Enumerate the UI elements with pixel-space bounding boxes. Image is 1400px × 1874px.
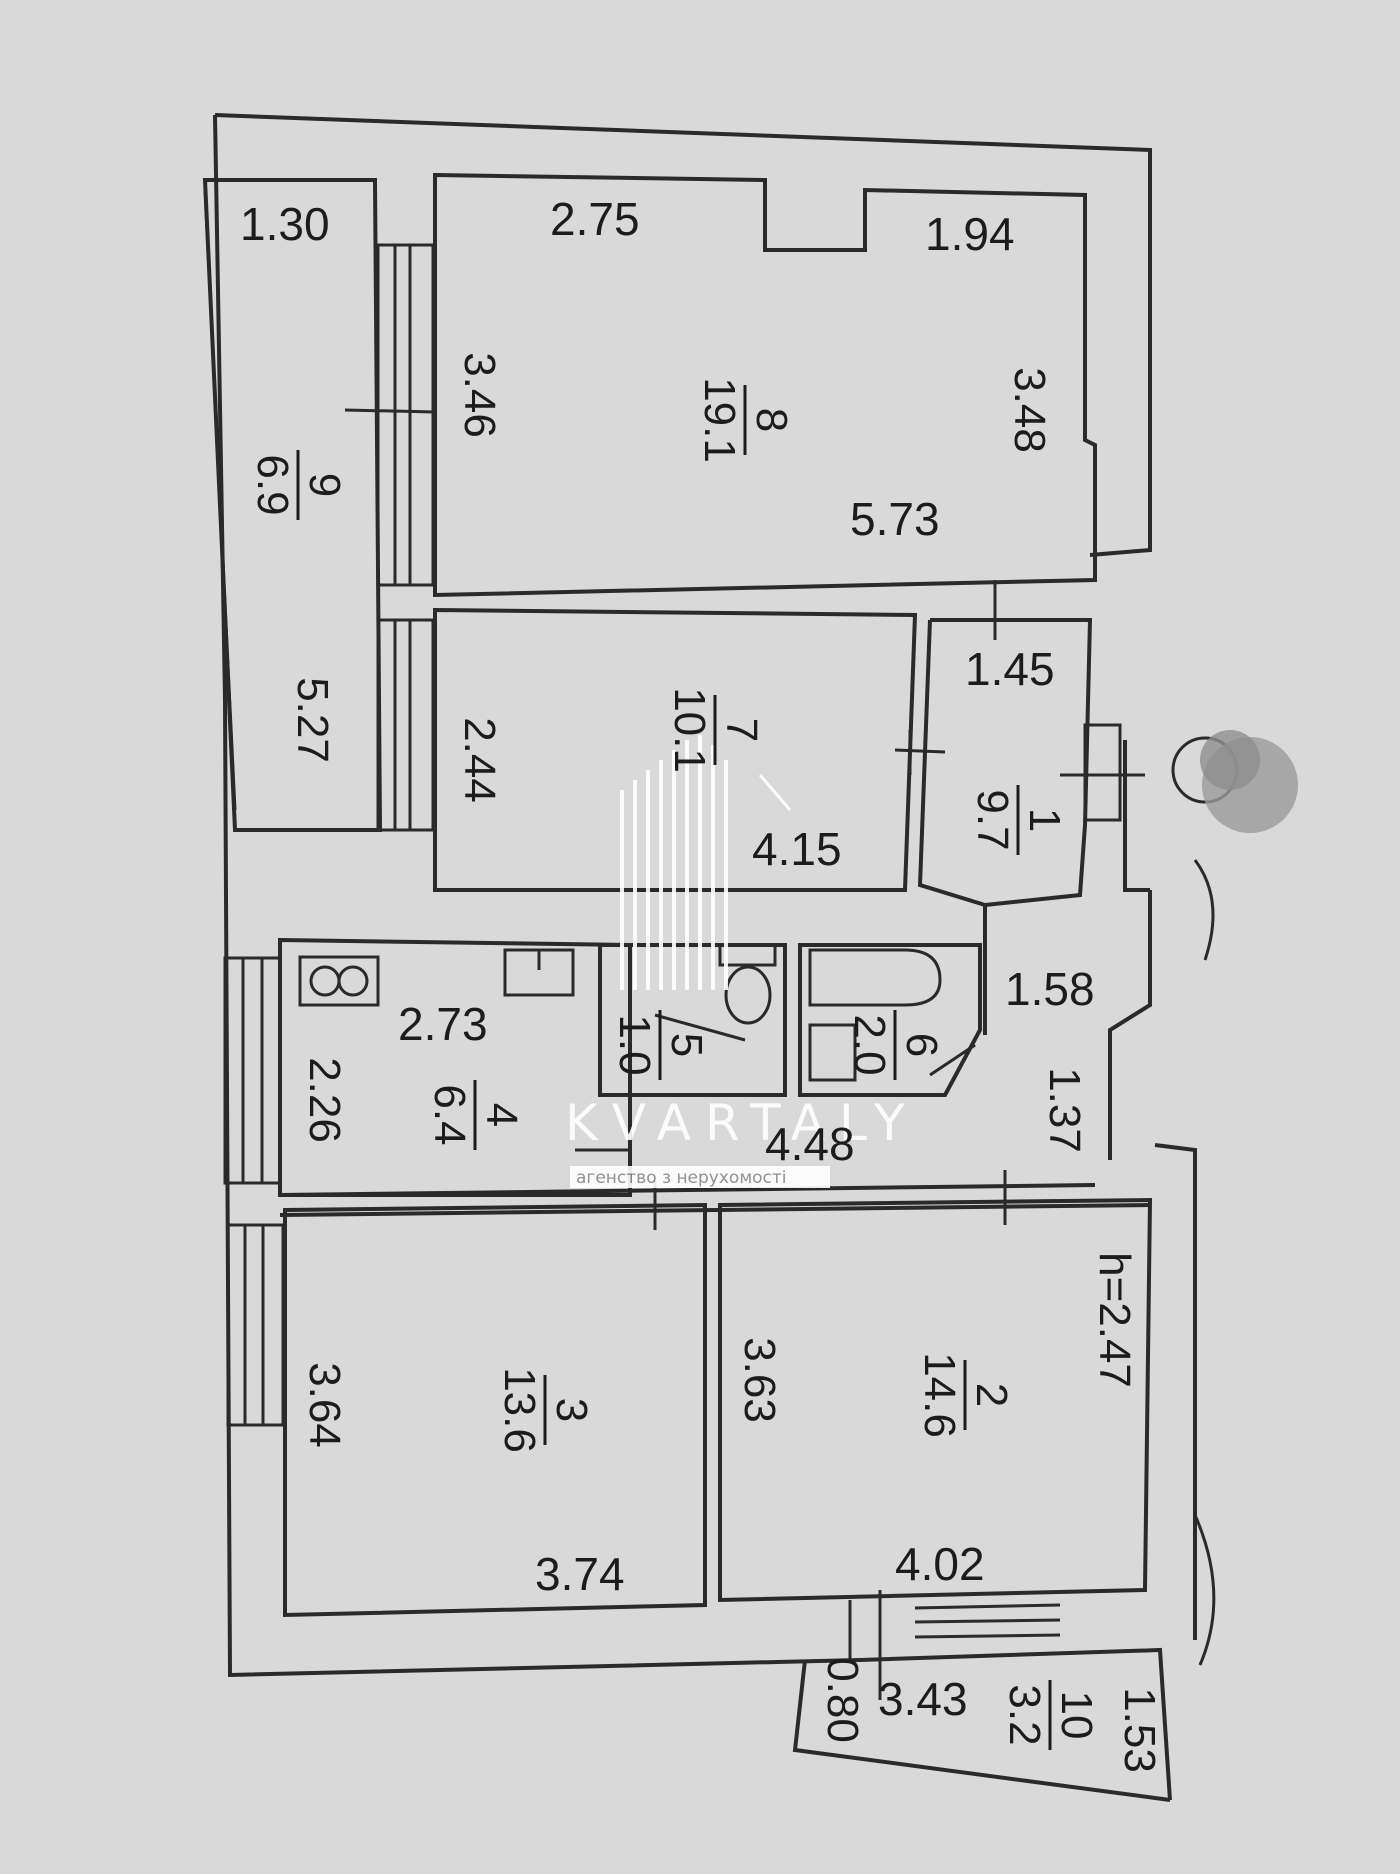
room-area-3: 13.6	[495, 1367, 544, 1453]
room-label-8: 8 19.1	[695, 377, 796, 463]
outer-walls	[213, 113, 1197, 1802]
room-number-3: 3	[547, 1398, 596, 1422]
dim-3-64: 3.64	[300, 1362, 349, 1448]
door-swing-marks	[1193, 859, 1216, 1666]
bathtub-icon	[808, 948, 942, 1007]
dim-0-80: 0.80	[818, 1657, 867, 1743]
dim-1-53: 1.53	[1115, 1687, 1164, 1773]
sink-icon	[503, 948, 575, 997]
room-number-9: 9	[300, 473, 349, 497]
room-10-steps	[848, 1590, 1061, 1700]
dim-1-58: 1.58	[1005, 963, 1095, 1015]
ceiling-height: h=2.47	[1090, 1252, 1139, 1388]
room-7-outline	[433, 607, 946, 892]
room-label-5: 5 1.0	[610, 1010, 711, 1080]
dim-1-30: 1.30	[240, 198, 330, 250]
washbasin-icon	[808, 1023, 857, 1082]
room-8-outline	[433, 172, 1097, 598]
dim-1-37: 1.37	[1040, 1067, 1089, 1153]
room-number-4: 4	[477, 1103, 526, 1127]
room-3-outline	[226, 1202, 707, 1618]
room-6-outline	[798, 943, 982, 1097]
watermark: KVARTALY агенство з нерухомості	[565, 735, 919, 1188]
watermark-subtitle: агенство з нерухомості	[576, 1168, 787, 1188]
dim-4-15: 4.15	[752, 823, 842, 875]
toilet-icon	[718, 943, 777, 1025]
room-area-9: 6.9	[248, 454, 297, 515]
room-label-2: 2 14.6	[915, 1352, 1016, 1438]
dim-2-73: 2.73	[398, 998, 488, 1050]
watermark-brand: KVARTALY	[565, 1094, 919, 1152]
room-number-2: 2	[967, 1383, 1016, 1407]
corridor	[279, 1148, 1151, 1230]
dim-3-43: 3.43	[878, 1673, 968, 1725]
dim-1-94: 1.94	[925, 208, 1015, 260]
room-label-4: 4 6.4	[425, 1080, 526, 1150]
dim-5-27: 5.27	[288, 677, 337, 763]
horizontal-dimensions: 1.30 2.75 1.94 5.73 1.45 4.15 1.58 2.73 …	[240, 193, 1095, 1725]
room-area-8: 19.1	[695, 377, 744, 463]
room-area-6: 2.0	[845, 1014, 894, 1075]
dim-4-48: 4.48	[765, 1118, 855, 1170]
dim-3-46: 3.46	[455, 352, 504, 438]
room-number-8: 8	[747, 408, 796, 432]
room-number-6: 6	[897, 1033, 946, 1057]
room-number-10: 10	[1052, 1691, 1101, 1740]
room-label-3: 3 13.6	[495, 1367, 596, 1453]
room-label-6: 6 2.0	[845, 1010, 946, 1080]
dim-1-45: 1.45	[965, 643, 1055, 695]
windows-upper	[376, 243, 435, 832]
dim-3-63: 3.63	[735, 1337, 784, 1423]
dim-2-44: 2.44	[455, 717, 504, 803]
dim-3-48: 3.48	[1005, 367, 1054, 453]
dim-2-75: 2.75	[550, 193, 640, 245]
dim-5-73: 5.73	[850, 493, 940, 545]
room-area-2: 14.6	[915, 1352, 964, 1438]
room-label-7: 7 10.1	[665, 687, 766, 773]
room-area-4: 6.4	[425, 1084, 474, 1145]
room-number-5: 5	[662, 1033, 711, 1057]
dim-4-02: 4.02	[895, 1538, 985, 1590]
room-number-7: 7	[717, 718, 766, 742]
watermark-logo-bars	[620, 735, 792, 990]
room-area-7: 10.1	[665, 687, 714, 773]
room-label-1: 1 9.7	[968, 785, 1069, 855]
vertical-dimensions: 3.46 3.48 5.27 2.44 2.26 1.37 3.64 3.63 …	[288, 352, 1164, 1773]
room-5-outline	[598, 943, 787, 1097]
room-label-10: 10 3.2	[1000, 1680, 1101, 1750]
room-4-outline	[223, 937, 632, 1197]
room-2-outline	[718, 1197, 1153, 1603]
stove-icon	[298, 955, 380, 1007]
room-1-outline	[917, 580, 1145, 1035]
room-label-9: 9 6.9	[248, 450, 349, 520]
room-area-5: 1.0	[610, 1014, 659, 1075]
room-area-10: 3.2	[1000, 1684, 1049, 1745]
room-area-1: 9.7	[968, 789, 1017, 850]
dim-2-26: 2.26	[300, 1057, 349, 1143]
dim-3-74: 3.74	[535, 1548, 625, 1600]
room-number-1: 1	[1020, 808, 1069, 832]
tree-icon	[1171, 730, 1298, 833]
